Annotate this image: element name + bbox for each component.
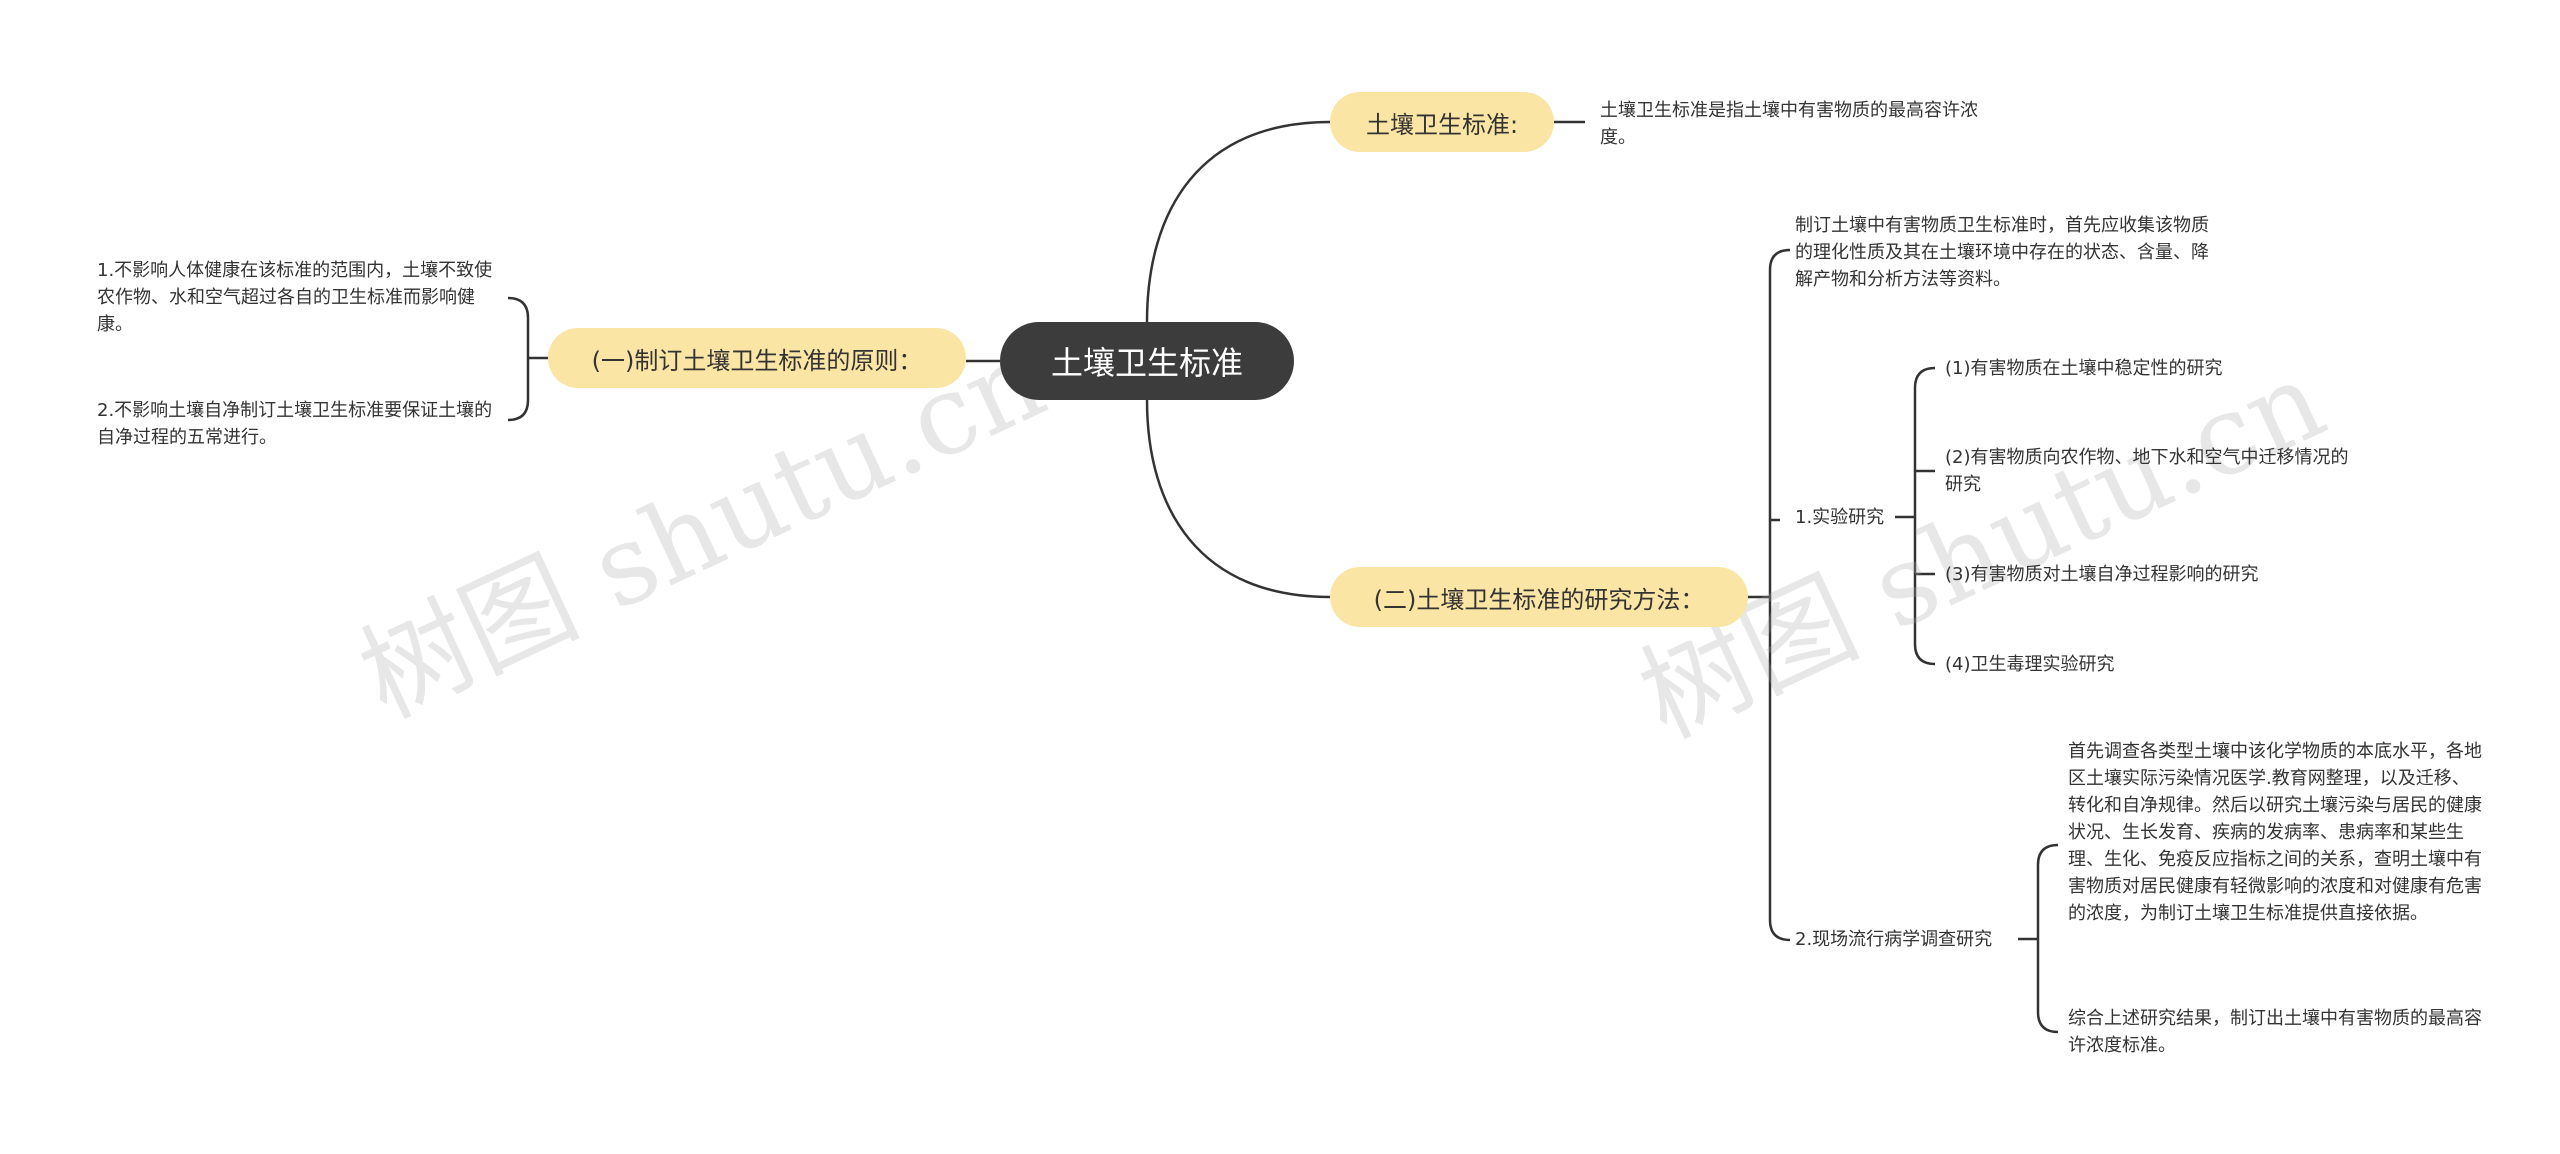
root-node[interactable]: 土壤卫生标准 (1000, 322, 1294, 400)
principle-item-1[interactable]: 1.不影响人体健康在该标准的范围内，土壤不致使农作物、水和空气超过各自的卫生标准… (97, 260, 493, 335)
standard-label: 土壤卫生标准: (1365, 110, 1519, 139)
principles-label: (一)制订土壤卫生标准的原则： (591, 346, 923, 375)
field-study-label[interactable]: 2.现场流行病学调查研究 (1795, 929, 1993, 950)
experiment-item-1[interactable]: (1)有害物质在土壤中稳定性的研究 (1945, 358, 2223, 379)
standard-definition[interactable]: 土壤卫生标准是指土壤中有害物质的最高容许浓度。 (1600, 100, 1978, 148)
experiment-item-4[interactable]: (4)卫生毒理实验研究 (1945, 654, 2115, 675)
methods-intro[interactable]: 制订土壤中有害物质卫生标准时，首先应收集该物质的理化性质及其在土壤环境中存在的状… (1795, 215, 2209, 290)
field-study-item-2[interactable]: 综合上述研究结果，制订出土壤中有害物质的最高容许浓度标准。 (2068, 1008, 2482, 1056)
standard-node[interactable]: 土壤卫生标准: (1330, 92, 1554, 152)
methods-label: (二)土壤卫生标准的研究方法： (1373, 585, 1705, 614)
experiment-item-3[interactable]: (3)有害物质对土壤自净过程影响的研究 (1945, 564, 2259, 585)
root-label: 土壤卫生标准 (1050, 344, 1243, 382)
experiment-label[interactable]: 1.实验研究 (1795, 507, 1885, 528)
principles-node[interactable]: (一)制订土壤卫生标准的原则： (548, 328, 966, 388)
experiment-item-2[interactable]: (2)有害物质向农作物、地下水和空气中迁移情况的研究 (1945, 447, 2349, 495)
principle-item-2[interactable]: 2.不影响土壤自净制订土壤卫生标准要保证土壤的自净过程的五常进行。 (97, 400, 493, 448)
field-study-item-1[interactable]: 首先调查各类型土壤中该化学物质的本底水平，各地区土壤实际污染情况医学.教育网整理… (2068, 741, 2482, 924)
methods-node[interactable]: (二)土壤卫生标准的研究方法： (1330, 567, 1748, 627)
